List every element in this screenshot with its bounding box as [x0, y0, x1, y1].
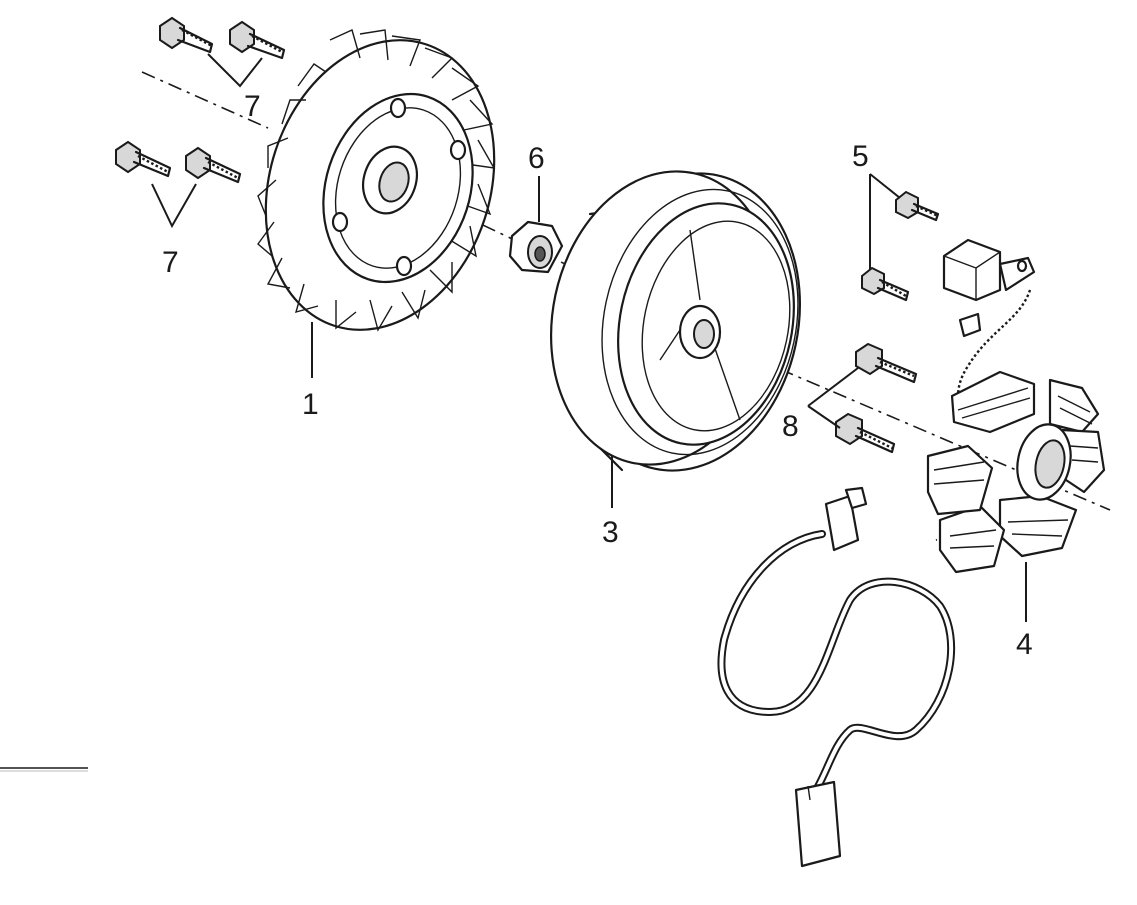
callout-7-top: 7: [244, 90, 261, 123]
callout-6: 6: [528, 142, 545, 175]
wiring-harness: [717, 486, 956, 868]
callout-7-bottom: 7: [162, 246, 179, 279]
flywheel-nut: [508, 220, 564, 274]
stator: [926, 370, 1106, 574]
bolt-7-top-right: [229, 20, 286, 60]
bolt-7-bottom-right: [185, 146, 242, 184]
screw-8-upper: [855, 342, 918, 384]
leader-7-bottom: [151, 183, 197, 229]
bolt-7-top-left: [159, 16, 214, 54]
leader-5: [869, 173, 901, 270]
leader-7-top: [207, 53, 263, 88]
callout-4: 4: [1016, 628, 1033, 661]
pulser-coil: [942, 238, 1036, 419]
center-axis-line: [141, 71, 1111, 511]
leader-8: [807, 367, 859, 429]
callout-3: 3: [602, 516, 619, 549]
flywheel: [549, 170, 802, 472]
screw-8-lower: [835, 412, 896, 454]
screw-5-upper: [895, 190, 940, 222]
callout-5: 5: [852, 140, 869, 173]
cooling-fan: [257, 29, 496, 332]
bolt-7-bottom-left: [115, 140, 172, 178]
edge-rule: [0, 767, 88, 772]
callout-1: 1: [302, 388, 319, 421]
screw-5-lower: [861, 266, 910, 302]
callout-8: 8: [782, 410, 799, 443]
